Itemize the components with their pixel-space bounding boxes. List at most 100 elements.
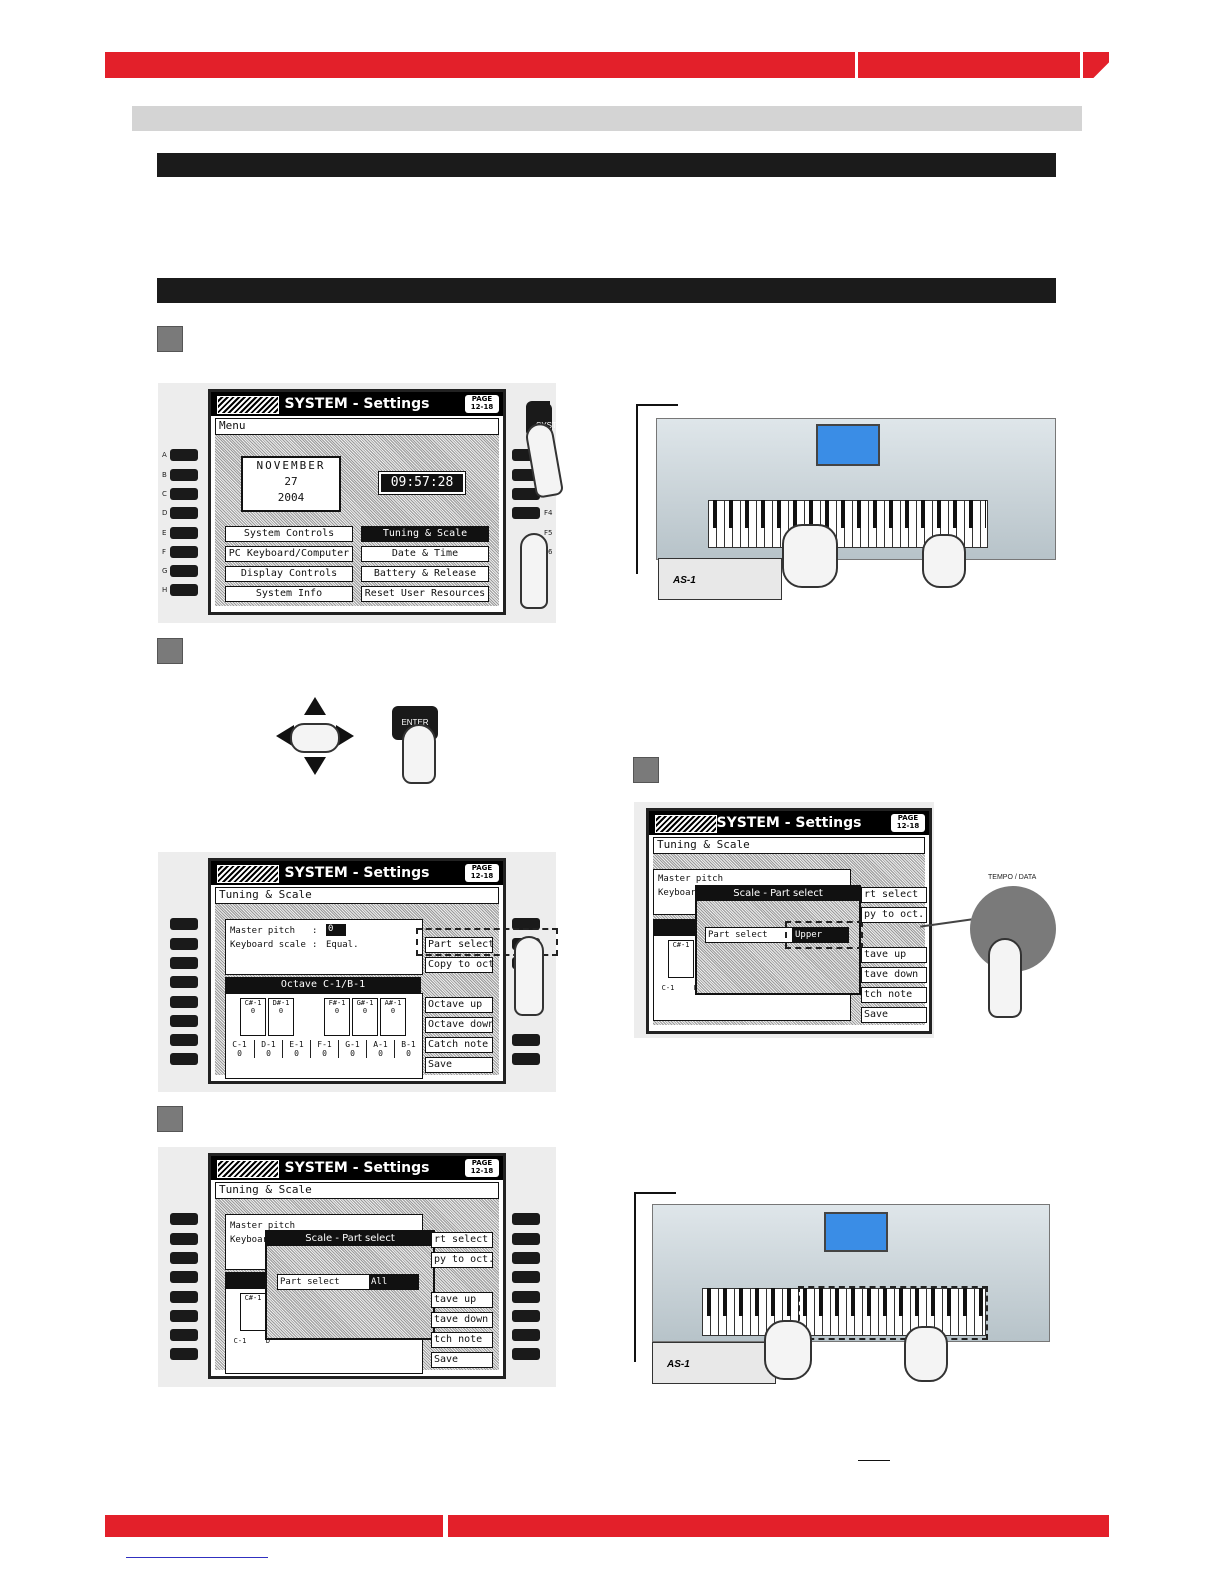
button-copy-to-oct[interactable]: Copy to oct. (425, 957, 493, 973)
cursor-arrows-icon[interactable] (276, 697, 354, 775)
page-indicator: PAGE 12-18 (891, 814, 925, 832)
button-catch-note[interactable]: tch note (861, 987, 927, 1003)
side-label-e: E (162, 529, 167, 537)
button-pc-keyboard[interactable]: PC Keyboard/Computer (225, 546, 353, 562)
side-key-f[interactable] (170, 546, 198, 558)
side-key-h[interactable] (170, 1053, 198, 1065)
white-key-c[interactable]: C-1 (656, 984, 680, 992)
side-key-h[interactable] (170, 1348, 198, 1360)
part-select-value[interactable]: Upper (793, 927, 849, 943)
side-key-d[interactable] (170, 1271, 198, 1283)
white-key-c[interactable]: C-1 (228, 1337, 252, 1345)
black-key-c-sharp[interactable]: C#-1 (240, 1293, 266, 1331)
side-key-a[interactable] (170, 1213, 198, 1225)
part-select-value[interactable]: All (369, 1274, 419, 1290)
tempo-data-label: TEMPO / DATA (988, 874, 1037, 881)
button-octave-up[interactable]: tave up (861, 947, 927, 963)
keyboard-scale-label: Keyboar (658, 888, 696, 898)
arrow-right-icon[interactable] (336, 725, 354, 747)
side-key-a[interactable] (170, 918, 198, 930)
keyboard-scale-value[interactable]: Equal. (326, 940, 359, 950)
black-key-value: 0 (390, 1007, 396, 1015)
button-octave-down[interactable]: tave down (431, 1312, 493, 1328)
button-save[interactable]: Save (425, 1057, 493, 1073)
date-year: 2004 (277, 491, 305, 504)
footer-link-underline[interactable] (126, 1557, 268, 1558)
button-date-time[interactable]: Date & Time (361, 546, 489, 562)
side-key-g[interactable] (170, 1329, 198, 1341)
side-key-f8[interactable] (512, 1348, 540, 1360)
side-key-c[interactable] (170, 1252, 198, 1264)
button-reset-user-resources[interactable]: Reset User Resources (361, 586, 489, 602)
side-key-c[interactable] (170, 957, 198, 969)
black-key-g-sharp[interactable]: G#-1 0 (352, 998, 378, 1036)
side-key-e[interactable] (170, 527, 198, 539)
side-key-f8[interactable] (512, 1053, 540, 1065)
black-key-c-sharp[interactable]: C#-1 0 (240, 998, 266, 1036)
side-key-f7[interactable] (512, 1034, 540, 1046)
side-key-g[interactable] (170, 1034, 198, 1046)
arrow-down-icon[interactable] (304, 757, 326, 775)
key-label: C#-1 (244, 1294, 262, 1302)
button-part-select[interactable]: rt select (861, 887, 927, 903)
button-system-controls[interactable]: System Controls (225, 526, 353, 542)
black-key-a-sharp[interactable]: A#-1 0 (380, 998, 406, 1036)
side-key-d[interactable] (170, 507, 198, 519)
button-copy-to-oct[interactable]: py to oct. (861, 907, 927, 923)
side-label-a: A (162, 451, 167, 459)
black-key-f-sharp[interactable]: F#-1 0 (324, 998, 350, 1036)
header-red-tab (1083, 52, 1109, 78)
button-save[interactable]: Save (861, 1007, 927, 1023)
button-part-select[interactable]: Part select (425, 937, 493, 953)
side-key-h[interactable] (170, 584, 198, 596)
button-octave-down[interactable]: Octave down (425, 1017, 493, 1033)
side-key-d[interactable] (170, 976, 198, 988)
side-key-f4[interactable] (512, 1271, 540, 1283)
button-octave-down[interactable]: tave down (861, 967, 927, 983)
time-box: 09:57:28 (378, 471, 466, 495)
side-key-f6[interactable] (512, 1310, 540, 1322)
side-key-f1[interactable] (512, 1213, 540, 1225)
side-key-e[interactable] (170, 996, 198, 1008)
side-key-f4[interactable] (512, 507, 540, 519)
arrow-up-icon[interactable] (304, 697, 326, 715)
side-key-f[interactable] (170, 1310, 198, 1322)
arrow-left-icon[interactable] (276, 725, 294, 747)
side-key-f2[interactable] (512, 1233, 540, 1245)
side-key-e[interactable] (170, 1291, 198, 1303)
side-key-b[interactable] (170, 469, 198, 481)
button-display-controls[interactable]: Display Controls (225, 566, 353, 582)
side-key-f1[interactable] (512, 918, 540, 930)
side-key-b[interactable] (170, 1233, 198, 1245)
button-catch-note[interactable]: Catch note (425, 1037, 493, 1053)
side-key-c[interactable] (170, 488, 198, 500)
button-catch-note[interactable]: tch note (431, 1332, 493, 1348)
button-part-select[interactable]: rt select (431, 1232, 493, 1248)
button-save[interactable]: Save (431, 1352, 493, 1368)
button-copy-to-oct[interactable]: py to oct. (431, 1252, 493, 1268)
black-key-c-sharp[interactable]: C#-1 (668, 940, 694, 978)
side-key-f3[interactable] (512, 1252, 540, 1264)
side-key-f3[interactable] (512, 488, 540, 500)
white-key-d[interactable]: D (256, 1337, 280, 1345)
button-octave-up[interactable]: tave up (431, 1292, 493, 1308)
master-pitch-value[interactable]: 0 (326, 924, 346, 936)
button-octave-up[interactable]: Octave up (425, 997, 493, 1013)
side-key-b[interactable] (170, 938, 198, 950)
side-key-g[interactable] (170, 565, 198, 577)
button-system-info[interactable]: System Info (225, 586, 353, 602)
button-tuning-scale[interactable]: Tuning & Scale (361, 526, 489, 542)
side-key-f7[interactable] (512, 1329, 540, 1341)
button-battery-release[interactable]: Battery & Release (361, 566, 489, 582)
side-key-f5[interactable] (512, 1291, 540, 1303)
black-key-d-sharp[interactable]: D#-1 0 (268, 998, 294, 1036)
side-key-a[interactable] (170, 449, 198, 461)
side-key-f[interactable] (170, 1015, 198, 1027)
